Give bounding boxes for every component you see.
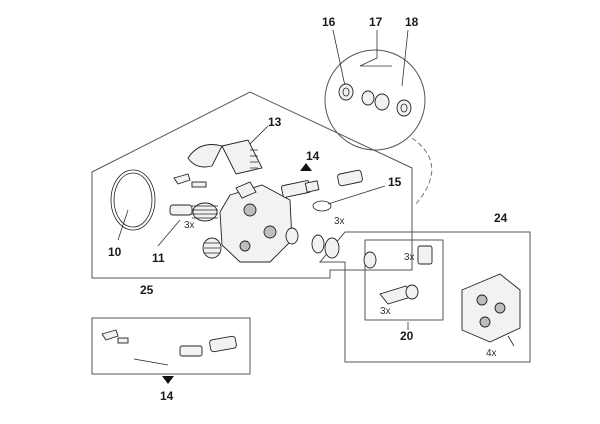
manifold-port-3 bbox=[479, 316, 491, 328]
seal-a bbox=[285, 227, 299, 245]
manifold-port-1 bbox=[476, 294, 488, 306]
valve-insert-end bbox=[405, 284, 419, 300]
rod-bottom bbox=[133, 358, 169, 366]
o-ring-part-15 bbox=[312, 200, 332, 212]
qty-kit-3x: 3x bbox=[404, 252, 415, 263]
qty-seals-3x: 3x bbox=[334, 216, 345, 227]
spring-coil bbox=[250, 149, 258, 169]
kit-24-frame bbox=[318, 231, 531, 363]
bracket-part bbox=[173, 173, 191, 185]
kit-14-frame bbox=[91, 317, 251, 375]
triangle-pointer-icon bbox=[300, 163, 312, 171]
unloader-nut bbox=[304, 180, 320, 193]
callout-17: 17 bbox=[369, 15, 383, 29]
callout-25: 25 bbox=[140, 283, 154, 297]
piston-rod bbox=[169, 204, 193, 216]
seal-part-16 bbox=[338, 83, 354, 101]
detail-link-dashed bbox=[411, 137, 433, 206]
qty-valve-3x: 3x bbox=[184, 220, 195, 231]
qty-insert-3x: 3x bbox=[380, 306, 391, 317]
callout-10: 10 bbox=[108, 245, 122, 259]
qty-screws-4x: 4x bbox=[486, 348, 497, 359]
callout-20: 20 bbox=[400, 329, 414, 343]
ring-part-17b bbox=[374, 93, 390, 111]
callout-24: 24 bbox=[494, 211, 508, 225]
unloader-cap-bottom bbox=[209, 335, 237, 353]
kit-20-frame bbox=[364, 239, 444, 321]
bracket-part-bottom bbox=[101, 329, 119, 341]
callout-18: 18 bbox=[405, 15, 419, 29]
housing-port-1 bbox=[243, 203, 257, 217]
seal-18-inner bbox=[400, 103, 408, 113]
manifold-port-2 bbox=[494, 302, 506, 314]
leader-11 bbox=[157, 219, 181, 247]
seal-b bbox=[311, 234, 325, 254]
leader-10 bbox=[117, 209, 129, 241]
unloader-body-bottom bbox=[179, 345, 203, 357]
leader-17 bbox=[359, 30, 392, 67]
manifold-head bbox=[461, 273, 521, 343]
spring-part-11 bbox=[192, 202, 218, 222]
manifold-screw bbox=[507, 335, 515, 347]
housing-port-3 bbox=[239, 240, 251, 252]
callout-14-top: 14 bbox=[306, 149, 320, 163]
inlet-threads bbox=[204, 242, 220, 254]
o-ring-inner bbox=[113, 172, 153, 228]
triangle-pointer-icon bbox=[162, 376, 174, 384]
leader-18 bbox=[401, 29, 409, 87]
pump-housing bbox=[219, 184, 293, 263]
seal-c bbox=[324, 237, 340, 259]
seal-detail-circle bbox=[324, 49, 426, 151]
pin-bottom bbox=[117, 337, 129, 344]
callout-14-bottom: 14 bbox=[160, 389, 174, 403]
spring-11-coils bbox=[192, 205, 218, 219]
callout-16: 16 bbox=[322, 15, 336, 29]
spring-clip bbox=[221, 139, 263, 175]
seal-16-inner bbox=[342, 87, 350, 97]
housing-port-2 bbox=[263, 225, 277, 239]
kit-25-frame bbox=[91, 91, 413, 279]
seal-d bbox=[363, 251, 377, 269]
ring-part-17a bbox=[361, 90, 375, 106]
top-valve bbox=[235, 181, 257, 199]
callout-13: 13 bbox=[268, 115, 282, 129]
unloader-cap bbox=[337, 169, 363, 187]
o-ring-part-10 bbox=[110, 169, 156, 231]
callout-15: 15 bbox=[388, 175, 402, 189]
check-valve-part bbox=[417, 245, 433, 265]
seal-part-18 bbox=[396, 99, 412, 117]
leader-16 bbox=[332, 29, 346, 87]
small-pin bbox=[191, 181, 207, 188]
leader-13 bbox=[247, 125, 269, 147]
valve-cover-part-13 bbox=[187, 144, 223, 168]
callout-11: 11 bbox=[152, 251, 165, 265]
leader-15 bbox=[327, 185, 386, 205]
